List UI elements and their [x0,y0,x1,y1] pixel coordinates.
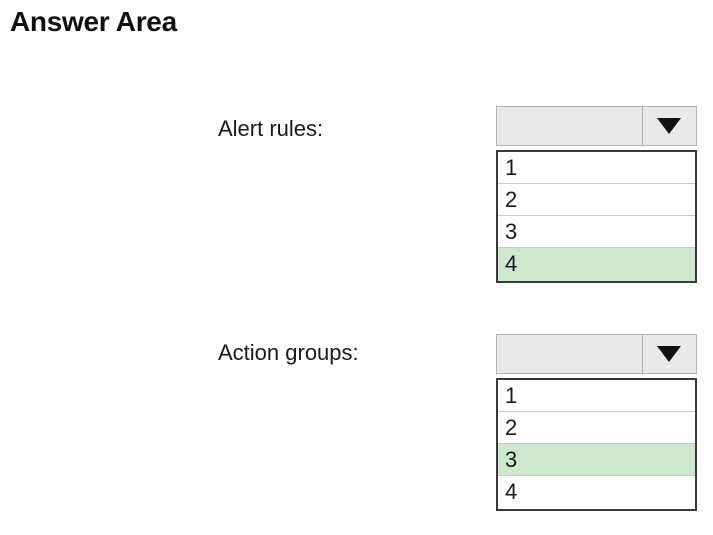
alert-rules-option-3[interactable]: 3 [498,216,695,248]
triangle-down-icon [657,118,681,134]
alert-rules-option-2[interactable]: 2 [498,184,695,216]
action-groups-dropdown-header[interactable] [496,334,697,374]
alert-rules-dropdown-toggle[interactable] [642,107,696,145]
action-groups-option-3[interactable]: 3 [498,444,695,476]
action-groups-options-list: 1 2 3 4 [496,378,697,511]
alert-rules-selected-value[interactable] [497,107,643,145]
action-groups-label: Action groups: [218,340,359,365]
action-groups-option-2[interactable]: 2 [498,412,695,444]
alert-rules-option-4[interactable]: 4 [498,248,695,281]
alert-rules-dropdown-header[interactable] [496,106,697,146]
action-groups-option-1[interactable]: 1 [498,380,695,412]
answer-area-title: Answer Area [10,6,177,37]
action-groups-selected-value[interactable] [497,335,643,373]
action-groups-option-4[interactable]: 4 [505,479,518,504]
alert-rules-option-1[interactable]: 1 [498,152,695,184]
alert-rules-options-list: 1 2 3 4 [496,150,697,283]
alert-rules-dropdown[interactable]: 1 2 3 4 [496,106,697,283]
triangle-down-icon [657,346,681,362]
action-groups-dropdown-toggle[interactable] [642,335,696,373]
action-groups-dropdown[interactable]: 1 2 3 4 [496,334,697,511]
alert-rules-label: Alert rules: [218,116,324,141]
